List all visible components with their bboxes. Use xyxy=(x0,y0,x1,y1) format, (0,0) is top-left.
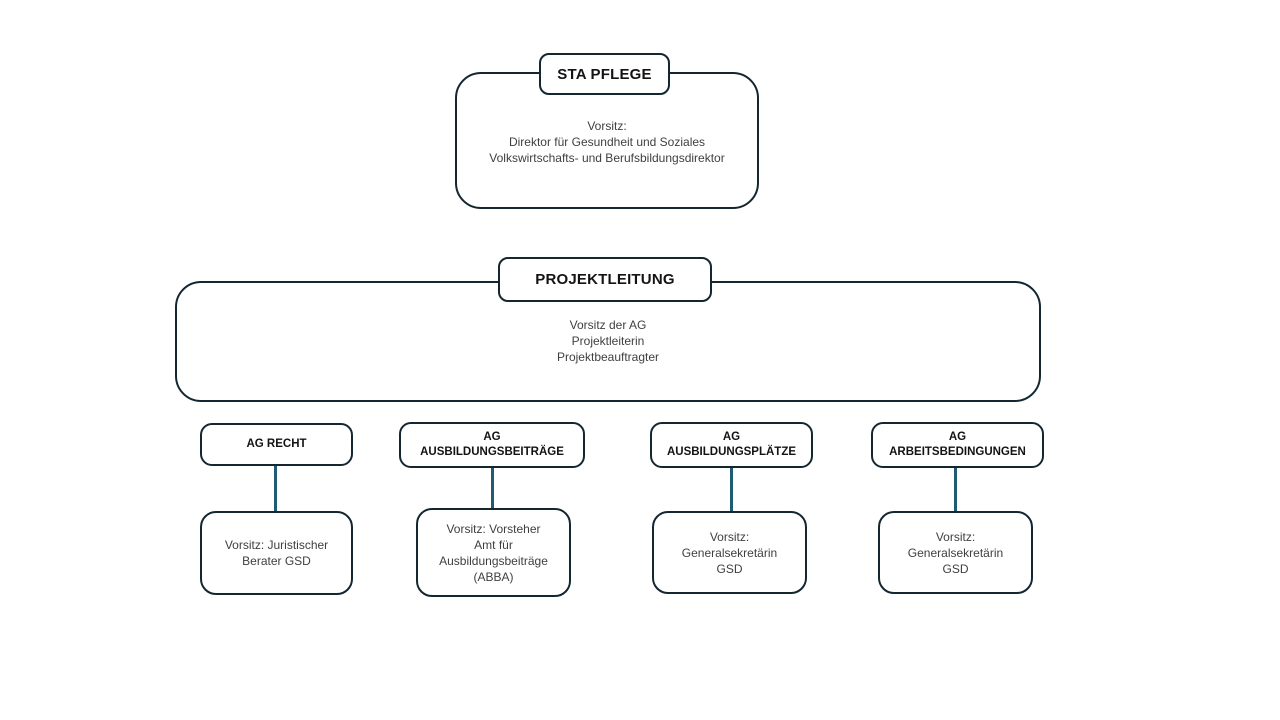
ag-ausbildungsplaetze-chair: Vorsitz: Generalsekretärin GSD xyxy=(681,529,778,576)
ag-ausbildungsplaetze-title: AG AUSBILDUNGSPLÄTZE xyxy=(666,431,797,458)
ag-arbeitsbedingungen-header-box: AG ARBEITSBEDINGUNGEN xyxy=(871,422,1044,468)
ag-ausbildungsbeitraege-header-box: AG AUSBILDUNGSBEITRÄGE xyxy=(399,422,585,468)
ag-arbeitsbedingungen-title: AG ARBEITSBEDINGUNGEN xyxy=(889,431,1026,458)
sta-pflege-title-box: STA PFLEGE xyxy=(539,53,670,95)
ag-recht-title: AG RECHT xyxy=(246,438,307,450)
ag-ausbildungsbeitraege-chair: Vorsitz: Vorsteher Amt für Ausbildungsbe… xyxy=(439,521,548,584)
ag-ausbildungsplaetze-header-box: AG AUSBILDUNGSPLÄTZE xyxy=(650,422,813,468)
projektleitung-title-box: PROJEKTLEITUNG xyxy=(498,257,712,302)
projektleitung-members: Vorsitz der AG Projektleiterin Projektbe… xyxy=(556,318,660,364)
projektleitung-title: PROJEKTLEITUNG xyxy=(535,271,675,288)
ag-ausbildungsbeitraege-title: AG AUSBILDUNGSBEITRÄGE xyxy=(420,431,564,458)
ag-ausbildungsplaetze-connector-line xyxy=(730,467,733,512)
ag-ausbildungsbeitraege-detail-box: Vorsitz: Vorsteher Amt für Ausbildungsbe… xyxy=(416,508,571,597)
ag-arbeitsbedingungen-chair: Vorsitz: Generalsekretärin GSD xyxy=(907,529,1004,576)
ag-ausbildungsbeitraege-connector-line xyxy=(491,467,494,509)
sta-pflege-title: STA PFLEGE xyxy=(557,65,652,83)
ag-arbeitsbedingungen-connector-line xyxy=(954,467,957,512)
ag-recht-header-box: AG RECHT xyxy=(200,423,353,466)
ag-recht-detail-box: Vorsitz: Juristischer Berater GSD xyxy=(200,511,353,595)
sta-pflege-members: Vorsitz: Direktor für Gesundheit und Soz… xyxy=(489,119,725,165)
ag-arbeitsbedingungen-detail-box: Vorsitz: Generalsekretärin GSD xyxy=(878,511,1033,594)
ag-ausbildungsplaetze-detail-box: Vorsitz: Generalsekretärin GSD xyxy=(652,511,807,594)
ag-recht-connector-line xyxy=(274,465,277,512)
ag-recht-chair: Vorsitz: Juristischer Berater GSD xyxy=(224,538,329,568)
